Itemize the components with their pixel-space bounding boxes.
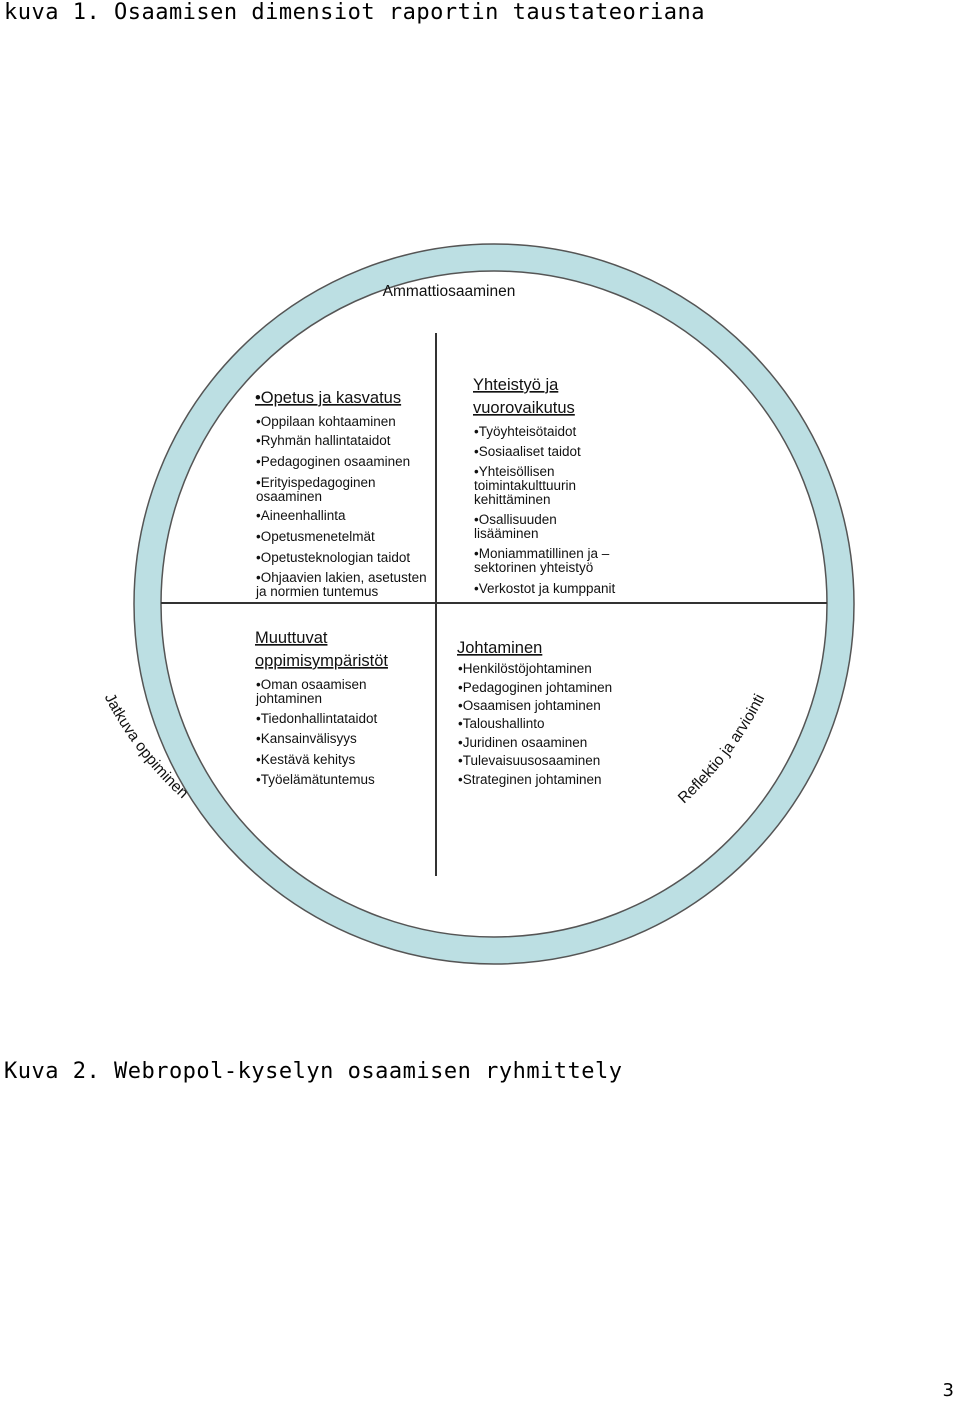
list-item: •Erityispedagoginen: [256, 475, 376, 490]
quadrant-learning-environments: Muuttuvat oppimisympäristöt •Oman osaami…: [255, 629, 388, 787]
list-item: •Strateginen johtaminen: [458, 772, 602, 787]
outer-ring-label: Ammattiosaaminen: [383, 283, 516, 300]
list-item: •Osallisuuden: [474, 512, 557, 527]
quadrant-title: Johtaminen: [457, 639, 542, 657]
list-item: •Pedagoginen johtaminen: [458, 680, 612, 695]
list-item: •Aineenhallinta: [256, 508, 346, 523]
list-item: •Tulevaisuusosaaminen: [458, 753, 600, 768]
list-item: toimintakulttuurin: [474, 478, 576, 493]
list-item: johtaminen: [255, 691, 322, 706]
list-item: •Ohjaavien lakien, asetusten: [256, 570, 427, 585]
list-item: •Oppilaan kohtaaminen: [256, 414, 396, 429]
list-item: •Oman osaamisen: [256, 677, 367, 692]
quadrant-title: vuorovaikutus: [473, 399, 575, 417]
list-item: •Ryhmän hallintataidot: [256, 433, 391, 448]
quadrant-title: oppimisympäristöt: [255, 652, 388, 670]
list-item: •Opetusteknologian taidot: [256, 550, 410, 565]
list-item: •Työyhteisötaidot: [474, 424, 577, 439]
quadrant-title: •Opetus ja kasvatus: [255, 389, 401, 407]
quadrant-leadership: Johtaminen •Henkilöstöjohtaminen •Pedago…: [457, 639, 612, 787]
list-item: •Yhteisöllisen: [474, 464, 555, 479]
list-item: •Henkilöstöjohtaminen: [458, 661, 592, 676]
quadrant-title: Yhteistyö ja: [473, 376, 559, 394]
list-item: kehittäminen: [474, 492, 551, 507]
page-number: 3: [942, 1380, 954, 1401]
list-item: •Sosiaaliset taidot: [474, 444, 581, 459]
list-item: •Moniammatillinen ja –: [474, 546, 610, 561]
list-item: •Opetusmenetelmät: [256, 529, 375, 544]
list-item: •Kestävä kehitys: [256, 752, 356, 767]
list-item: •Juridinen osaaminen: [458, 735, 587, 750]
list-item: •Taloushallinto: [458, 716, 545, 731]
list-item: •Pedagoginen osaaminen: [256, 454, 410, 469]
list-item: lisääminen: [474, 526, 539, 541]
list-item: •Kansainvälisyys: [256, 731, 357, 746]
list-item: osaaminen: [256, 489, 322, 504]
list-item: •Tiedonhallintataidot: [256, 711, 378, 726]
figure-caption-top: kuva 1. Osaamisen dimensiot raportin tau…: [4, 0, 706, 25]
quadrant-teaching: •Opetus ja kasvatus •Oppilaan kohtaamine…: [255, 389, 427, 599]
quadrant-cooperation: Yhteistyö ja vuorovaikutus •Työyhteisöta…: [473, 376, 616, 596]
list-item: •Osaamisen johtaminen: [458, 698, 601, 713]
list-item: •Verkostot ja kumppanit: [474, 581, 616, 596]
quadrant-title: Muuttuvat: [255, 629, 328, 647]
figure-caption-bottom: Kuva 2. Webropol-kyselyn osaamisen ryhmi…: [4, 1059, 623, 1084]
list-item: •Työelämätuntemus: [256, 772, 375, 787]
list-item: ja normien tuntemus: [255, 584, 379, 599]
list-item: sektorinen yhteistyö: [474, 560, 593, 575]
